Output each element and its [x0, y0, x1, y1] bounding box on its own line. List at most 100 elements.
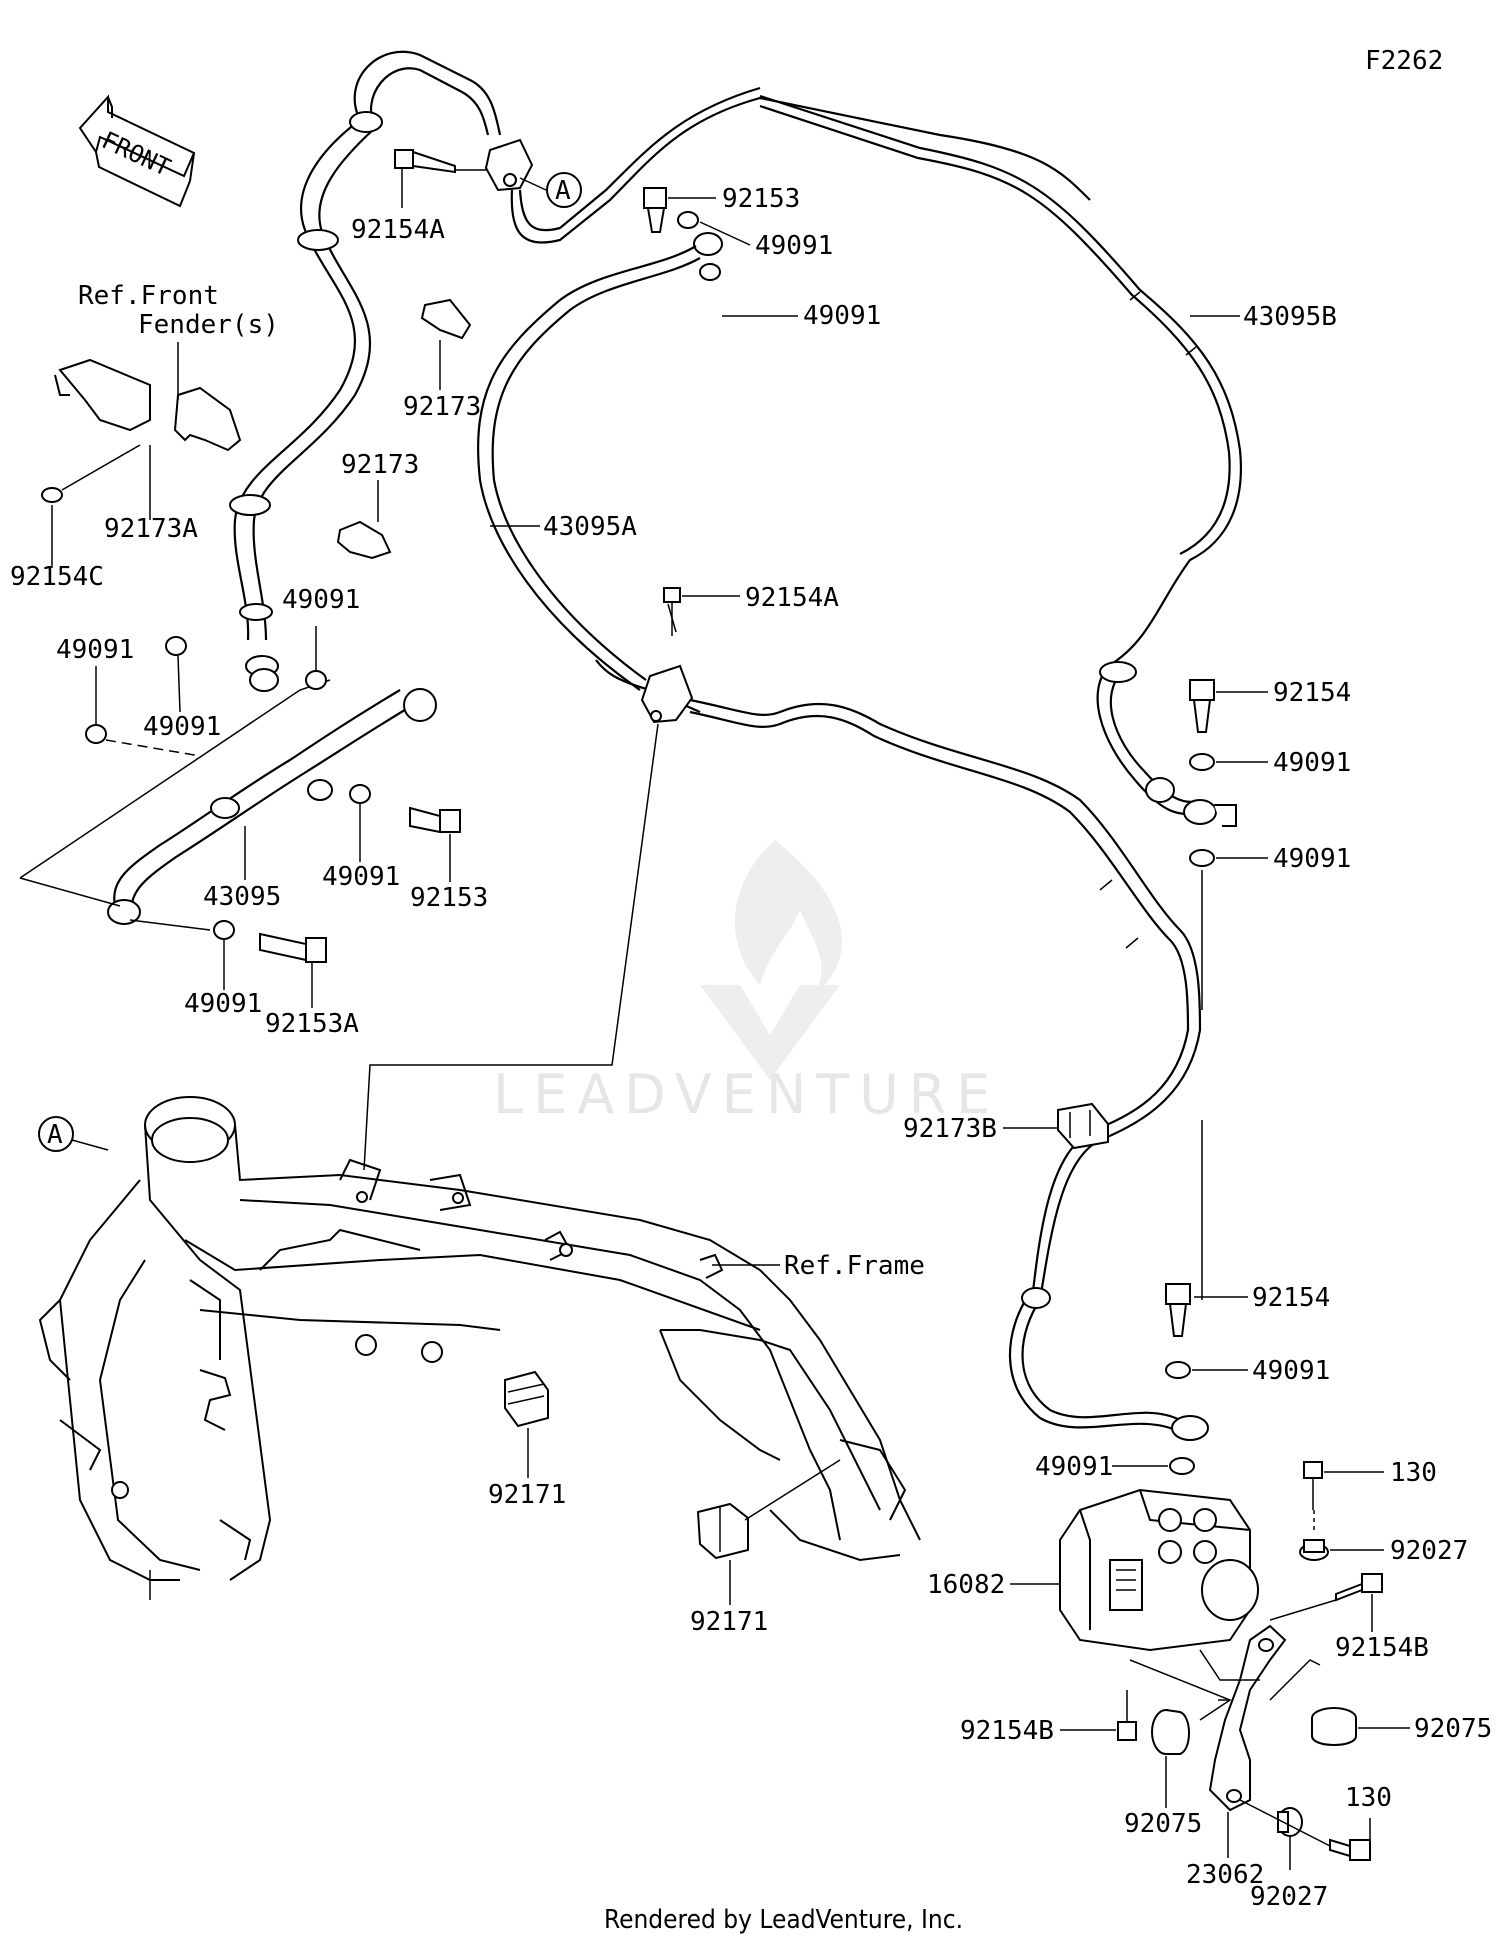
label-fenders: Fender(s) [138, 310, 279, 340]
washer-49091 [349, 784, 371, 804]
rubber-92075-left [1151, 1709, 1190, 1755]
callout-a-top: A [555, 176, 571, 206]
leader [1239, 1799, 1331, 1847]
washer-49091 [165, 636, 187, 656]
label-16082: 16082 [927, 1570, 1005, 1600]
bolt-92154B-right [1335, 1573, 1383, 1602]
leader [1129, 1659, 1232, 1721]
label-92027-a: 92027 [1390, 1536, 1468, 1566]
bolt-92154A-top [394, 149, 488, 208]
label-92173A: 92173A [104, 514, 198, 544]
label-49091-h: 49091 [322, 862, 400, 892]
label-92154B-b: 92154B [960, 1716, 1054, 1746]
banjo-fitting [693, 232, 723, 256]
label-92027-b: 92027 [1250, 1882, 1328, 1912]
footer-credit: Rendered by LeadVenture, Inc. [604, 1905, 963, 1935]
watermark-text: LEADVENTURE [493, 1063, 1000, 1126]
washer-49091 [1165, 1361, 1191, 1379]
leader [363, 723, 659, 1171]
label-92154A-top: 92154A [351, 215, 445, 245]
junction-a [484, 86, 1091, 244]
label-49091-a: 49091 [755, 231, 833, 261]
label-92173-a: 92173 [403, 392, 481, 422]
label-92075-a: 92075 [1124, 1809, 1202, 1839]
banjo-fitting [249, 668, 279, 692]
upper-left-hose [229, 50, 502, 677]
bolt-130-upper [1299, 1461, 1329, 1561]
bolt-92154A-mid [663, 587, 681, 636]
label-43095A: 43095A [543, 512, 637, 542]
label-49091-f: 49091 [1273, 748, 1351, 778]
callout-a-frame: A [47, 1120, 63, 1150]
label-49091-i: 49091 [184, 989, 262, 1019]
label-49091-j: 49091 [1252, 1356, 1330, 1386]
label-23062: 23062 [1186, 1860, 1264, 1890]
rubber-92171-right [696, 1502, 749, 1560]
clamp-92173-lower [336, 520, 392, 560]
washer-49091 [677, 211, 699, 229]
bolt-130-lower [1329, 1838, 1371, 1861]
label-49091-b: 49091 [803, 301, 881, 331]
leadventure-watermark: LEADVENTURE [493, 840, 1000, 1126]
label-49091-e: 49091 [56, 635, 134, 665]
bolt-92153-left [409, 806, 461, 834]
washer-49091 [1189, 849, 1215, 867]
abs-unit-16082 [1059, 1488, 1259, 1652]
junction-bracket-mid [595, 659, 1202, 1301]
label-92154C: 92154C [10, 562, 104, 592]
label-ref-front: Ref.Front [78, 281, 219, 311]
bolt-92154B-left [1117, 1690, 1137, 1741]
label-43095B: 43095B [1243, 302, 1337, 332]
clamp-92173-upper [420, 298, 472, 340]
label-92153-top: 92153 [722, 184, 800, 214]
front-label: FRONT [97, 126, 174, 182]
leader [71, 1139, 109, 1151]
front-arrow: FRONT [78, 94, 196, 208]
hose-43095 [19, 668, 437, 925]
bolt-92153-upper [477, 187, 723, 691]
leader [744, 1459, 841, 1521]
hose-grommet [229, 494, 271, 516]
label-130-a: 130 [1390, 1458, 1437, 1488]
washer-49091 [1189, 753, 1215, 771]
rubber-92171-left [504, 1370, 549, 1428]
callout-a-circle-frame [38, 1116, 74, 1152]
washer-49091 [305, 670, 327, 690]
label-49091-g: 49091 [1273, 844, 1351, 874]
label-49091-k: 49091 [1035, 1452, 1113, 1482]
bolt-92154-lower [1165, 1283, 1195, 1475]
label-ref-frame: Ref.Frame [784, 1251, 925, 1281]
hose-grommet [349, 111, 383, 133]
bolt-92153A [259, 932, 327, 963]
leader [1269, 1599, 1337, 1621]
frame [38, 1096, 921, 1600]
label-92154-a: 92154 [1273, 678, 1351, 708]
hose-grommet [239, 603, 273, 621]
label-43095: 43095 [203, 882, 281, 912]
leader [519, 177, 547, 191]
clamp-92173B [1057, 1102, 1109, 1150]
leader [177, 655, 181, 713]
leader [105, 739, 201, 757]
leader [699, 221, 751, 246]
callout-a-circle-top [546, 172, 582, 208]
lower-brake-hose [1008, 1287, 1209, 1441]
diagram-code: F2262 [1365, 46, 1443, 76]
label-92173B: 92173B [903, 1114, 997, 1144]
label-92154-b: 92154 [1252, 1283, 1330, 1313]
rubber-92075-right [1311, 1707, 1357, 1746]
washer-49091 [1169, 1457, 1195, 1475]
bracket-23062 [1199, 1624, 1287, 1812]
leader [129, 919, 211, 931]
label-92173-b: 92173 [341, 450, 419, 480]
washer-49091 [213, 920, 235, 940]
label-92171-a: 92171 [488, 1480, 566, 1510]
hose-grommet [297, 229, 339, 251]
label-92153A: 92153A [265, 1009, 359, 1039]
label-92075-b: 92075 [1414, 1714, 1492, 1744]
fender-bracket-group [41, 358, 242, 503]
label-49091-d: 49091 [143, 712, 221, 742]
leader [1269, 1659, 1321, 1701]
label-49091-c: 49091 [282, 585, 360, 615]
